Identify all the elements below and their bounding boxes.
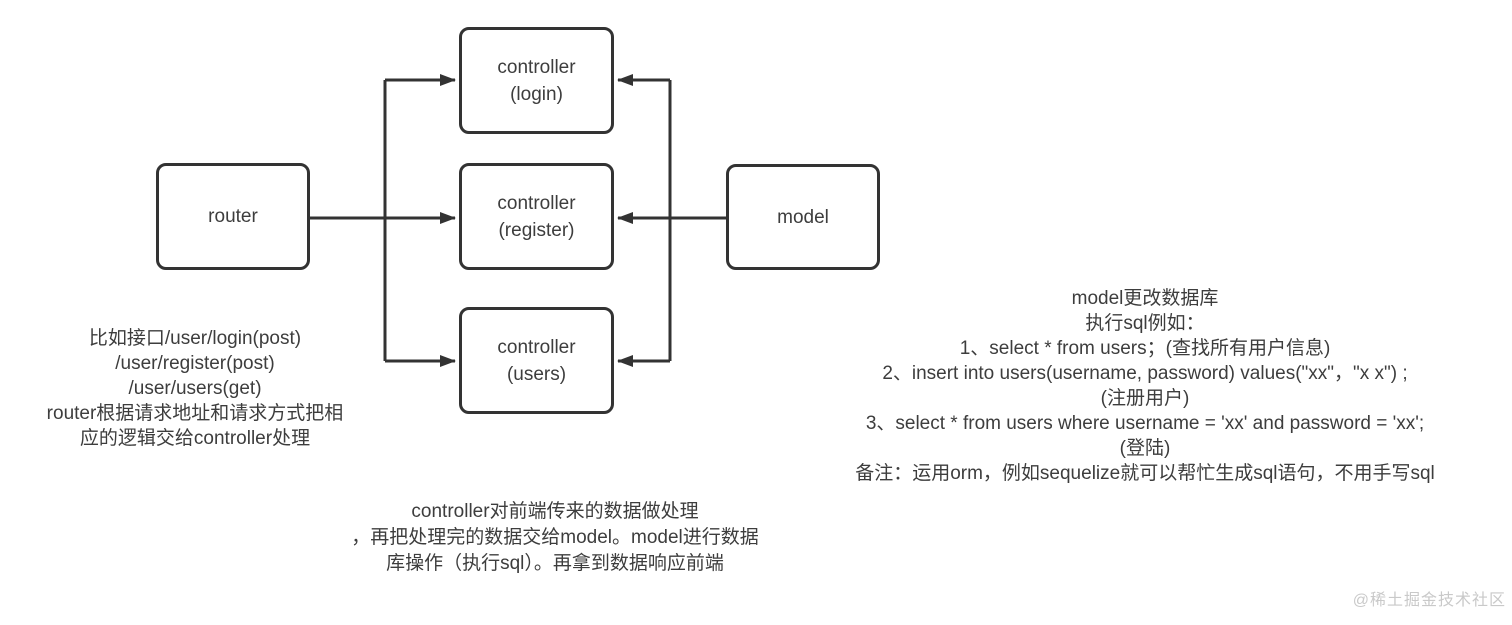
- node-router-label: router: [208, 206, 258, 227]
- node-controller-register: controller (register): [459, 163, 614, 270]
- model-note-line: 3、select * from users where username = '…: [865, 413, 1425, 434]
- node-controller-users: controller (users): [459, 307, 614, 414]
- node-model: model: [726, 164, 880, 270]
- router-note-line: 应的逻辑交给controller处理: [79, 428, 311, 449]
- controller-note-line: ，再把处理完的数据交给model。model进行数据: [351, 527, 759, 548]
- router-note-line: router根据请求地址和请求方式把相: [46, 403, 344, 424]
- node-router: router: [156, 163, 310, 270]
- node-controller-register-line2: (register): [498, 219, 575, 241]
- node-controller-users-line1: controller: [497, 336, 576, 358]
- router-note: 比如接口/user/login(post) /user/register(pos…: [30, 326, 360, 451]
- watermark: @稀土掘金技术社区: [1352, 592, 1506, 609]
- controller-note-line: 库操作（执行sql）。再拿到数据响应前端: [386, 553, 724, 574]
- node-controller-register-line1: controller: [497, 192, 576, 214]
- model-note-line: model更改数据库: [1071, 288, 1219, 309]
- controller-note-line: controller对前端传来的数据做处理: [411, 501, 699, 522]
- router-note-line: /user/register(post): [115, 353, 275, 374]
- router-note-line: /user/users(get): [128, 378, 262, 399]
- model-note-line: 2、insert into users(username, password) …: [882, 363, 1408, 384]
- model-note-line: 备注：运用orm，例如sequelize就可以帮忙生成sql语句，不用手写sql: [855, 463, 1435, 484]
- node-model-label: model: [777, 206, 829, 228]
- node-controller-users-line2: (users): [506, 363, 567, 385]
- node-controller-login-line1: controller: [497, 56, 576, 78]
- model-note-line: (登陆): [1119, 438, 1171, 459]
- model-note: model更改数据库 执行sql例如： 1、select * from user…: [810, 286, 1480, 486]
- router-note-line: 比如接口/user/login(post): [88, 328, 302, 349]
- node-controller-login-line2: (login): [510, 83, 563, 105]
- model-note-line: (注册用户): [1100, 388, 1190, 409]
- model-note-line: 执行sql例如：: [1085, 313, 1205, 334]
- model-note-line: 1、select * from users；(查找所有用户信息): [959, 338, 1331, 359]
- node-controller-login: controller (login): [459, 27, 614, 134]
- controller-note: controller对前端传来的数据做处理 ，再把处理完的数据交给model。m…: [320, 499, 790, 577]
